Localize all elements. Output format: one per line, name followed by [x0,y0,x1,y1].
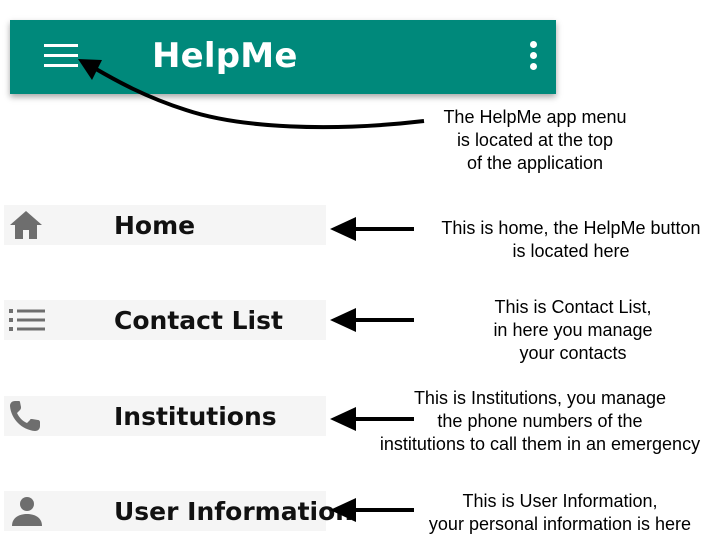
app-menu-arrowhead [78,59,102,80]
menu-item-contact-list[interactable]: Contact List [4,300,326,340]
menu-item-user-information[interactable]: User Information [4,491,353,531]
note-line: This is Institutions, you manage [413,388,667,408]
list-icon [9,309,45,331]
note-line: your contacts [519,343,627,363]
note-line: This is Contact List, [494,297,652,317]
note-line: institutions to call them in an emergenc… [379,434,701,454]
app-menu-note: The HelpMe app menu is located at the to… [422,106,648,175]
menu-item-label: Institutions [114,402,277,431]
note-line: the phone numbers of the [437,411,643,431]
menu-item-label: Home [114,211,196,240]
overflow-menu-button[interactable] [522,38,544,78]
contact-list-note: This is Contact List, in here you manage… [460,296,686,365]
institutions-note: This is Institutions, you manage the pho… [364,387,716,456]
hamburger-menu-button[interactable] [40,38,80,78]
note-line: of the application [466,153,604,173]
menu-item-label: User Information [114,497,354,526]
hamburger-menu-icon [44,44,78,67]
person-icon [12,497,42,526]
note-line: This is User Information, [462,491,658,511]
contact-list-arrowhead [330,308,356,332]
home-note: This is home, the HelpMe button is locat… [424,217,718,263]
user-information-note: This is User Information, your personal … [410,490,710,536]
note-line: is located at the top [456,130,614,150]
home-arrowhead [330,217,356,241]
more-vert-icon [522,41,544,70]
app-menu-arrow [94,67,425,130]
menu-item-home[interactable]: Home [4,205,326,245]
note-line: This is home, the HelpMe button [441,218,701,238]
note-line: in here you manage [493,320,653,340]
user-information-arrowhead [330,498,356,522]
app-bar: HelpMe [10,20,556,94]
app-title: HelpMe [152,36,298,76]
note-line: is located here [512,241,630,261]
note-line: your personal information is here [428,514,692,534]
phone-icon [10,401,40,431]
menu-item-institutions[interactable]: Institutions [4,396,326,436]
institutions-arrowhead [330,407,356,431]
menu-item-label: Contact List [114,306,283,335]
home-icon [10,211,42,239]
note-line: The HelpMe app menu [443,107,627,127]
